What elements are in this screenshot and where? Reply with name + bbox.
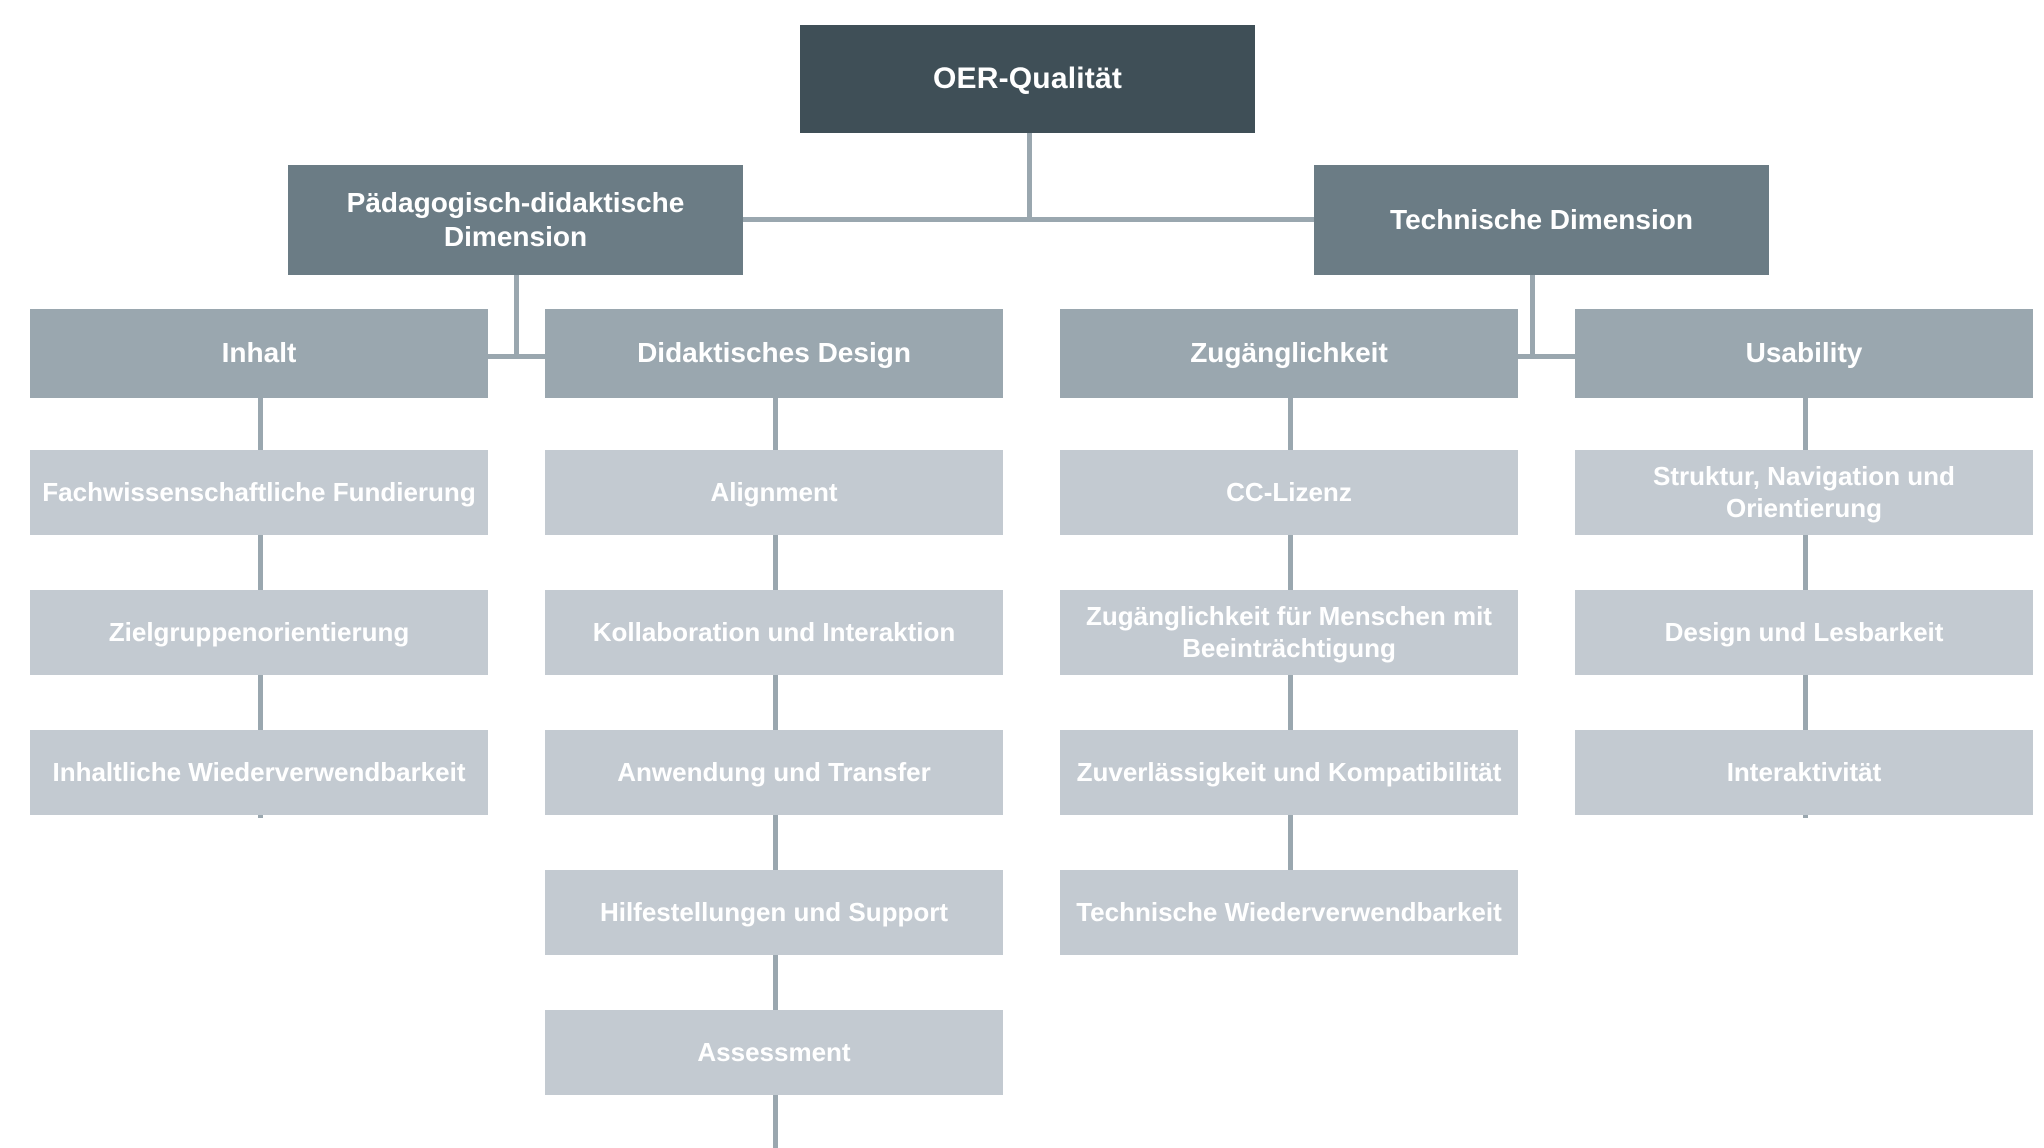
category-node-inhalt[interactable]: Inhalt [30,309,488,398]
criterion-node[interactable]: Hilfestellungen und Support [545,870,1003,955]
criterion-node[interactable]: Inhaltliche Wiederverwendbarkeit [30,730,488,815]
dimension-node-paedagogisch-didaktische[interactable]: Pädagogisch-didaktische Dimension [288,165,743,275]
criterion-node[interactable]: Anwendung und Transfer [545,730,1003,815]
root-node-oer-qualitaet[interactable]: OER-Qualität [800,25,1255,133]
category-node-zugaenglichkeit[interactable]: Zugänglichkeit [1060,309,1518,398]
criterion-node[interactable]: Kollaboration und Interaktion [545,590,1003,675]
criterion-node[interactable]: Zugänglichkeit für Menschen mit Beeinträ… [1060,590,1518,675]
connector-tech-down [1530,275,1535,357]
category-node-didaktisches-design[interactable]: Didaktisches Design [545,309,1003,398]
criterion-node[interactable]: CC-Lizenz [1060,450,1518,535]
criterion-node[interactable]: Zuverlässigkeit und Kompatibilität [1060,730,1518,815]
connector-tech-category-bus [1285,354,1800,359]
criterion-node[interactable]: Struktur, Navigation und Orientierung [1575,450,2033,535]
criterion-node[interactable]: Assessment [545,1010,1003,1095]
connector-dimension-bus [528,217,1528,222]
criterion-node[interactable]: Zielgruppenorientierung [30,590,488,675]
connector-paed-category-bus [260,354,775,359]
criterion-node[interactable]: Interaktivität [1575,730,2033,815]
dimension-node-technische[interactable]: Technische Dimension [1314,165,1769,275]
criterion-node[interactable]: Design und Lesbarkeit [1575,590,2033,675]
criterion-node[interactable]: Alignment [545,450,1003,535]
criterion-node[interactable]: Fachwissenschaftliche Fundierung [30,450,488,535]
category-node-usability[interactable]: Usability [1575,309,2033,398]
connector-paed-down [514,275,519,357]
criterion-node[interactable]: Technische Wiederverwendbarkeit [1060,870,1518,955]
connector-root-down [1027,132,1032,220]
